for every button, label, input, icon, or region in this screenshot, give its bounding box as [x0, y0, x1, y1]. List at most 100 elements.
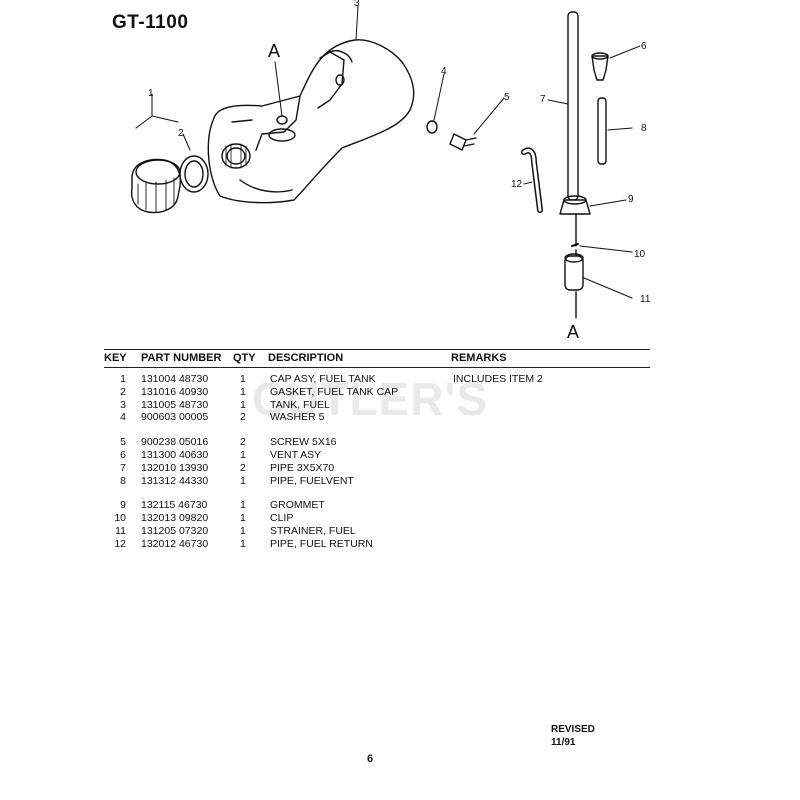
gasket-drawing [179, 155, 209, 193]
row-qty: 1 [240, 499, 246, 512]
fuel-tank-drawing [207, 39, 415, 204]
pipe-drawing [567, 11, 579, 201]
revision-note: REVISED 11/91 [551, 723, 595, 749]
row-key: 9 [120, 499, 126, 512]
callout-8: 8 [641, 123, 647, 134]
row-part-number: 132115 46730 [141, 499, 208, 512]
row-key: 3 [120, 398, 126, 411]
table-row: 8 131312 44330 1 PIPE, FUELVENT [0, 475, 700, 487]
row-description: TANK, FUEL [270, 398, 330, 411]
row-description: CLIP [270, 512, 294, 525]
row-qty: 1 [240, 385, 246, 398]
callout-1: 1 [148, 88, 154, 99]
table-row: 1 131004 48730 1 CAP ASY, FUEL TANK INCLUDES… [0, 373, 700, 385]
row-part-number: 131312 44330 [141, 474, 209, 487]
reference-a-tank: A [268, 41, 280, 61]
table-top-rule [104, 349, 650, 350]
column-header-remarks: REMARKS [451, 352, 507, 364]
column-header-part-number: PART NUMBER [141, 352, 222, 364]
table-row: 9 132115 46730 1 GROMMET [0, 499, 700, 511]
revised-label: REVISED [551, 724, 595, 735]
table-row: 6 131300 40630 1 VENT ASY [0, 449, 700, 461]
row-qty: 2 [240, 461, 246, 474]
model-title: GT-1100 [112, 12, 189, 33]
column-header-description: DESCRIPTION [268, 352, 344, 364]
callout-6: 6 [641, 41, 647, 52]
table-row: 7 132010 13930 2 PIPE 3X5X70 [0, 462, 700, 474]
grommet-drawing [559, 195, 591, 215]
page-number: 6 [367, 753, 374, 765]
row-part-number: 900603 00005 [141, 411, 209, 424]
row-part-number: 131205 07320 [141, 525, 209, 537]
callout-7: 7 [540, 94, 546, 105]
row-key: 2 [120, 385, 126, 398]
row-description: PIPE, FUEL RETURN [270, 537, 373, 550]
clip-drawing [571, 243, 579, 247]
table-row: 11 131205 07320 1 STRAINER, FUEL [0, 525, 700, 537]
row-description: CAP ASY, FUEL TANK [270, 373, 376, 385]
strainer-drawing [564, 253, 584, 291]
table-row: 4 900603 00005 2 WASHER 5 [0, 411, 700, 423]
row-key: 7 [120, 461, 126, 474]
table-row: 3 131005 48730 1 TANK, FUEL [0, 399, 700, 411]
reference-a-strainer: A [567, 322, 579, 342]
row-qty: 2 [240, 411, 246, 424]
row-description: STRAINER, FUEL [270, 525, 356, 537]
table-row: 12 132012 46730 1 PIPE, FUEL RETURN [0, 538, 700, 550]
row-description: SCREW 5X16 [270, 436, 337, 449]
row-description: PIPE, FUELVENT [270, 474, 354, 487]
row-part-number: 132010 13930 [141, 461, 209, 474]
row-part-number: 131300 40630 [141, 449, 209, 461]
row-key: 8 [120, 474, 126, 487]
washer-drawing [426, 120, 438, 134]
row-part-number: 131005 48730 [141, 398, 209, 411]
row-qty: 1 [240, 398, 246, 411]
table-row: 2 131016 40930 1 GASKET, FUEL TANK CAP [0, 386, 700, 398]
fuel-cap-drawing [130, 158, 182, 214]
row-part-number: 131016 40930 [141, 385, 209, 398]
callout-11: 11 [640, 294, 651, 305]
row-key: 12 [114, 537, 126, 550]
row-description: WASHER 5 [270, 411, 325, 424]
row-part-number: 900238 05016 [141, 436, 209, 449]
row-qty: 1 [240, 373, 246, 385]
row-key: 11 [115, 525, 126, 537]
row-remarks: INCLUDES ITEM 2 [453, 373, 543, 385]
row-key: 5 [120, 436, 126, 449]
row-key: 10 [114, 512, 126, 525]
callout-4: 4 [441, 66, 447, 77]
callout-10: 10 [634, 249, 646, 260]
row-qty: 1 [240, 512, 246, 525]
vent-asy-drawing [591, 52, 609, 81]
callout-2: 2 [178, 128, 184, 139]
row-key: 1 [120, 373, 126, 385]
row-qty: 1 [240, 537, 246, 550]
row-key: 6 [120, 449, 126, 461]
row-description: VENT ASY [270, 449, 322, 461]
row-key: 4 [120, 411, 126, 424]
callout-12: 12 [511, 179, 523, 190]
watermark: CUTLER'S [252, 373, 489, 425]
table-header-rule [104, 367, 650, 368]
row-description: GROMMET [270, 499, 325, 512]
row-qty: 1 [240, 449, 246, 461]
callout-9: 9 [628, 194, 634, 205]
row-qty: 1 [240, 525, 246, 537]
parts-diagram: 1 2 3 4 5 6 7 8 9 10 11 12 A A [130, 0, 651, 342]
callout-5: 5 [504, 92, 510, 103]
column-header-qty: QTY [233, 352, 256, 364]
row-part-number: 132013 09820 [141, 512, 209, 525]
column-header-key: KEY [104, 352, 127, 364]
callout-3: 3 [354, 0, 360, 9]
table-row: 10 132013 09820 1 CLIP [0, 512, 700, 524]
row-part-number: 132012 46730 [141, 537, 209, 550]
row-qty: 2 [240, 436, 246, 449]
screw-drawing [449, 133, 477, 151]
row-description: GASKET, FUEL TANK CAP [270, 385, 399, 398]
row-qty: 1 [240, 474, 246, 487]
row-description: PIPE 3X5X70 [270, 461, 335, 474]
revised-date: 11/91 [551, 737, 576, 748]
row-part-number: 131004 48730 [141, 373, 209, 385]
fuelvent-pipe-drawing [597, 97, 607, 165]
table-row: 5 900238 05016 2 SCREW 5X16 [0, 436, 700, 448]
